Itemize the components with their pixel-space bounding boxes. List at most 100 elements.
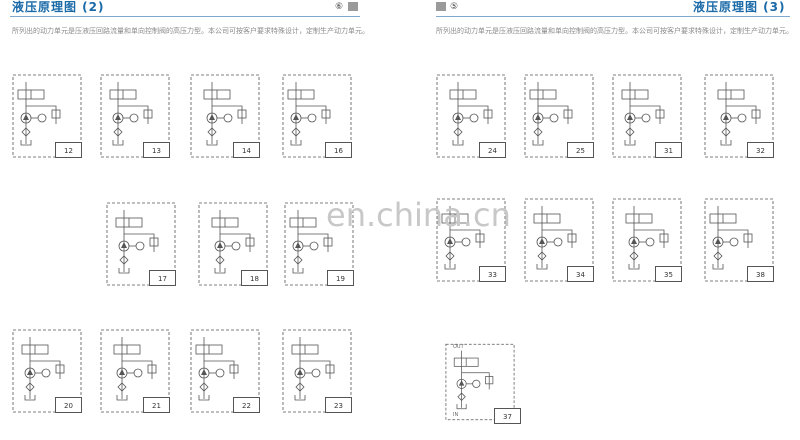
schematic-drawing — [106, 202, 176, 286]
hydraulic-diagram: 32 — [704, 74, 774, 158]
pump-arrow — [723, 114, 729, 120]
relief-valve — [245, 237, 255, 247]
return-line — [124, 233, 155, 252]
filter-symbol — [457, 392, 466, 401]
relief-valve — [229, 364, 239, 374]
schematic-drawing — [436, 74, 506, 158]
return-line — [296, 105, 327, 124]
tank-symbol — [290, 140, 302, 146]
schematic-drawing — [190, 329, 260, 413]
relief-valve — [659, 233, 669, 243]
schematic-drawing — [284, 202, 354, 286]
tank-symbol — [294, 395, 306, 401]
motor-symbol — [461, 237, 471, 247]
motor-symbol — [215, 368, 225, 378]
pump-arrow — [627, 114, 633, 120]
pump-arrow — [455, 114, 461, 120]
motor-symbol — [645, 237, 655, 247]
tank-symbol — [444, 264, 456, 270]
filter-symbol — [293, 255, 303, 265]
schematic-drawing — [282, 329, 352, 413]
filter-symbol — [119, 255, 129, 265]
hydraulic-diagram: 13 — [100, 74, 170, 158]
hydraulic-diagram: 19 — [284, 202, 354, 286]
hydraulic-diagram: 20 — [12, 329, 82, 413]
tank-symbol — [628, 264, 640, 270]
filter-symbol — [21, 127, 31, 137]
schematic-drawing — [524, 198, 594, 282]
return-line — [298, 233, 329, 252]
hydraulic-diagram: 38 — [704, 198, 774, 282]
schematic-drawing — [704, 74, 774, 158]
relief-valve — [563, 109, 573, 119]
diagram-label-in: IN — [453, 412, 459, 418]
motor-symbol — [37, 113, 47, 123]
pump-arrow — [217, 242, 223, 248]
filter-symbol — [453, 127, 463, 137]
tank-symbol — [118, 268, 130, 274]
return-line — [538, 105, 569, 124]
tank-symbol — [24, 395, 36, 401]
diagram-number: 31 — [655, 142, 682, 158]
relief-valve — [485, 376, 494, 385]
tank-symbol — [532, 140, 544, 146]
diagram-number: 17 — [149, 270, 176, 286]
pump-arrow — [447, 238, 453, 244]
diagram-number: 14 — [233, 142, 260, 158]
motor-symbol — [641, 113, 651, 123]
filter-symbol — [295, 382, 305, 392]
diagram-number: 22 — [233, 397, 260, 413]
tank-symbol — [624, 140, 636, 146]
motor-symbol — [231, 241, 241, 251]
diagram-number: 25 — [567, 142, 594, 158]
hydraulic-diagram: 16 — [282, 74, 352, 158]
return-line — [118, 105, 149, 124]
filter-symbol — [533, 127, 543, 137]
pump-arrow — [119, 369, 125, 375]
pump-arrow — [23, 114, 29, 120]
return-line — [212, 105, 243, 124]
diagram-number: 12 — [55, 142, 82, 158]
relief-valve — [751, 109, 761, 119]
filter-symbol — [207, 127, 217, 137]
motor-symbol — [472, 379, 481, 388]
motor-symbol — [135, 241, 145, 251]
hydraulic-diagram: 17 — [106, 202, 176, 286]
left-page-square-icon — [348, 2, 358, 11]
tank-symbol — [536, 264, 548, 270]
schematic-drawing — [282, 74, 352, 158]
hydraulic-diagram: 24 — [436, 74, 506, 158]
dashed-enclosure — [445, 343, 515, 421]
filter-symbol — [713, 251, 723, 261]
hydraulic-diagram: 21 — [100, 329, 170, 413]
schematic-drawing — [445, 343, 515, 421]
right-page-title: 液压原理图 (3) — [693, 0, 786, 14]
diagram-number: 35 — [655, 266, 682, 282]
hydraulic-diagram: 18 — [198, 202, 268, 286]
filter-symbol — [445, 251, 455, 261]
diagram-number: 37 — [494, 408, 521, 424]
tank-symbol — [720, 140, 732, 146]
tank-symbol — [206, 140, 218, 146]
pump-arrow — [297, 369, 303, 375]
hydraulic-diagram: 14 — [190, 74, 260, 158]
filter-symbol — [721, 127, 731, 137]
pump-arrow — [458, 380, 465, 386]
hydraulic-diagram: 33 — [436, 198, 506, 282]
pump-arrow — [209, 114, 215, 120]
pump-symbol — [456, 378, 467, 389]
motor-symbol — [729, 237, 739, 247]
relief-valve — [143, 109, 153, 119]
return-line — [26, 105, 57, 124]
pump-arrow — [27, 369, 33, 375]
tank-symbol — [292, 268, 304, 274]
pump-arrow — [121, 242, 127, 248]
diagram-number: 33 — [479, 266, 506, 282]
schematic-drawing — [436, 198, 506, 282]
return-line — [634, 229, 665, 248]
motor-symbol — [311, 368, 321, 378]
hydraulic-diagram: 34 — [524, 198, 594, 282]
diagram-number: 13 — [143, 142, 170, 158]
pump-arrow — [295, 242, 301, 248]
relief-valve — [51, 109, 61, 119]
